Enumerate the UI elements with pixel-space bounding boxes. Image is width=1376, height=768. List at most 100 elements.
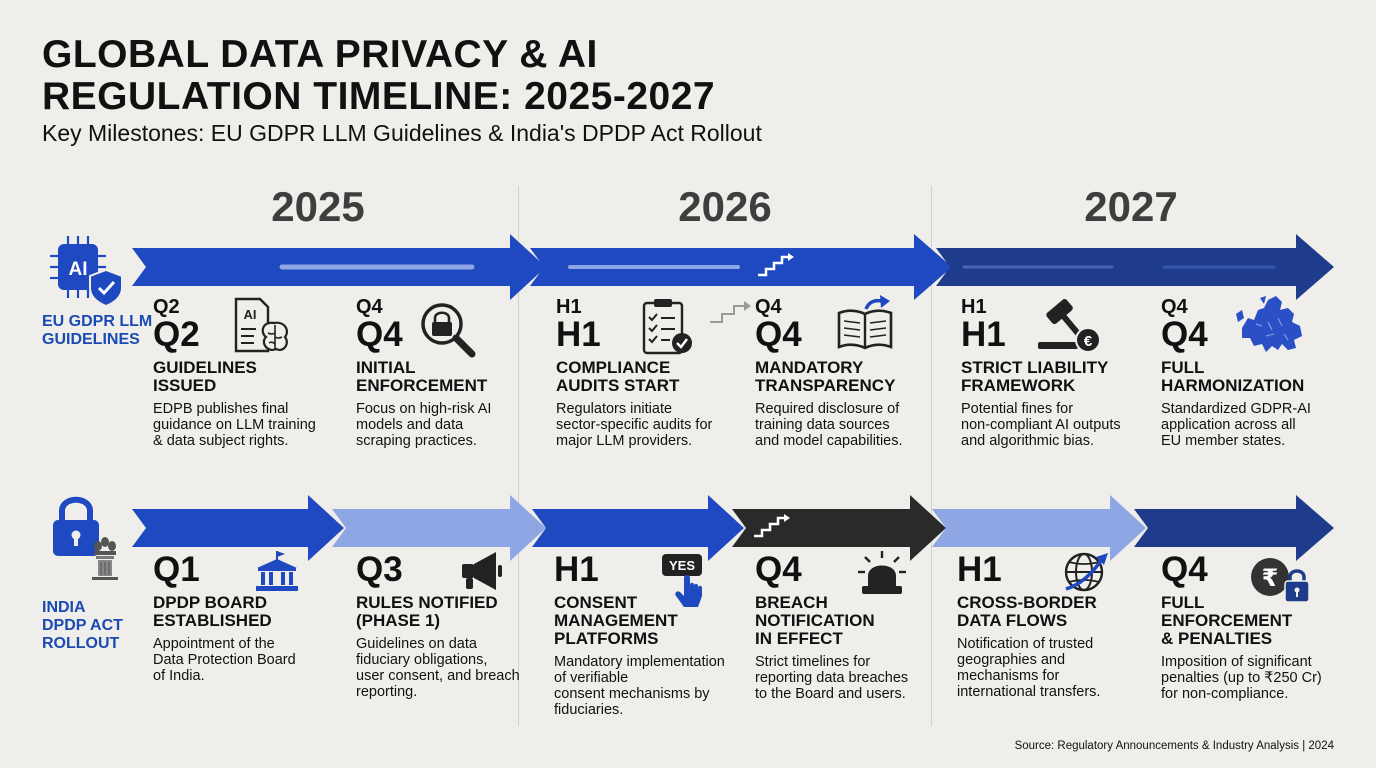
year-label-2026: 2026 (678, 183, 772, 230)
india-arrow-4 (732, 495, 946, 561)
india-arrow-2 (332, 495, 546, 561)
title-line-2: REGULATION TIMELINE: 2025-2027 (42, 75, 716, 118)
svg-text:AI: AI (69, 259, 88, 280)
eu-label-line-2: GUIDELINES (42, 331, 140, 348)
quarter-label: H1 (554, 550, 599, 589)
india-arrow-3 (532, 495, 744, 561)
year-divider (518, 186, 519, 726)
title-line-1: GLOBAL DATA PRIVACY & AI (42, 33, 598, 76)
svg-text:AI: AI (244, 307, 257, 322)
quarter-label-small: Q4 (1161, 296, 1188, 318)
eu-track-label: EU GDPR LLM GUIDELINES (42, 313, 152, 349)
page-title: GLOBAL DATA PRIVACY & AI REGULATION TIME… (42, 34, 715, 118)
india-arrow-6 (1134, 495, 1334, 561)
eu-arrow-2027 (936, 234, 1334, 300)
milestone-heading: RULES NOTIFIED(PHASE 1) (356, 593, 498, 630)
alarm-siren-icon (858, 551, 906, 594)
eu-arrow-2025 (132, 234, 546, 300)
quarter-label: Q4 (755, 550, 802, 589)
quarter-label: Q4 (356, 315, 403, 354)
quarter-label-small: H1 (961, 296, 987, 318)
quarter-label: Q4 (755, 315, 802, 354)
padlock-emblem-icon (53, 496, 118, 580)
national-emblem-icon (92, 537, 118, 580)
gavel-euro-icon: € (1038, 299, 1101, 353)
india-label-line-1: INDIA (42, 599, 86, 616)
eu-label-line-1: EU GDPR LLM (42, 313, 153, 330)
megaphone-icon (462, 552, 502, 590)
india-milestone-2: Q3 RULES NOTIFIED(PHASE 1) Guidelines on… (356, 550, 520, 701)
page-subtitle: Key Milestones: EU GDPR LLM Guidelines &… (42, 120, 762, 146)
india-track-label: INDIA DPDP ACT ROLLOUT (42, 599, 123, 653)
year-label-2025: 2025 (271, 183, 365, 230)
stairs-arrow-icon (758, 253, 794, 277)
quarter-label: Q4 (1161, 315, 1208, 354)
india-arrow-1 (132, 495, 344, 561)
quarter-label: Q4 (1161, 550, 1208, 589)
year-label-2027: 2027 (1084, 183, 1178, 230)
quarter-label-small: Q4 (356, 296, 383, 318)
quarter-label: H1 (556, 315, 601, 354)
ai-document-brain-icon: AI (234, 297, 289, 353)
stairs-arrow-icon (710, 301, 751, 323)
ai-chip-shield-icon: AI (50, 236, 123, 308)
svg-text:₹: ₹ (1262, 564, 1279, 592)
eu-arrow-2026 (530, 234, 952, 300)
quarter-label-small: Q2 (153, 296, 180, 318)
magnifier-lock-icon (421, 303, 476, 358)
india-arrow-5 (932, 495, 1146, 561)
yes-click-icon: YES (662, 554, 702, 607)
checklist-clipboard-icon (642, 299, 692, 355)
india-label-line-2: DPDP ACT (42, 617, 123, 634)
quarter-label: Q3 (356, 550, 403, 589)
globe-arrow-icon (1064, 552, 1108, 592)
svg-text:YES: YES (669, 558, 695, 573)
quarter-label: H1 (957, 550, 1002, 589)
year-divider (931, 186, 932, 726)
europe-map-icon (1236, 296, 1302, 352)
quarter-label: Q1 (153, 550, 200, 589)
india-label-line-3: ROLLOUT (42, 635, 120, 652)
quarter-label-small: H1 (556, 296, 582, 318)
government-building-icon (256, 551, 298, 591)
rupee-lock-icon: ₹ (1251, 558, 1310, 603)
quarter-label: H1 (961, 315, 1006, 354)
quarter-label-small: Q4 (755, 296, 782, 318)
svg-text:€: € (1084, 333, 1093, 350)
open-book-arrow-icon (837, 295, 893, 350)
